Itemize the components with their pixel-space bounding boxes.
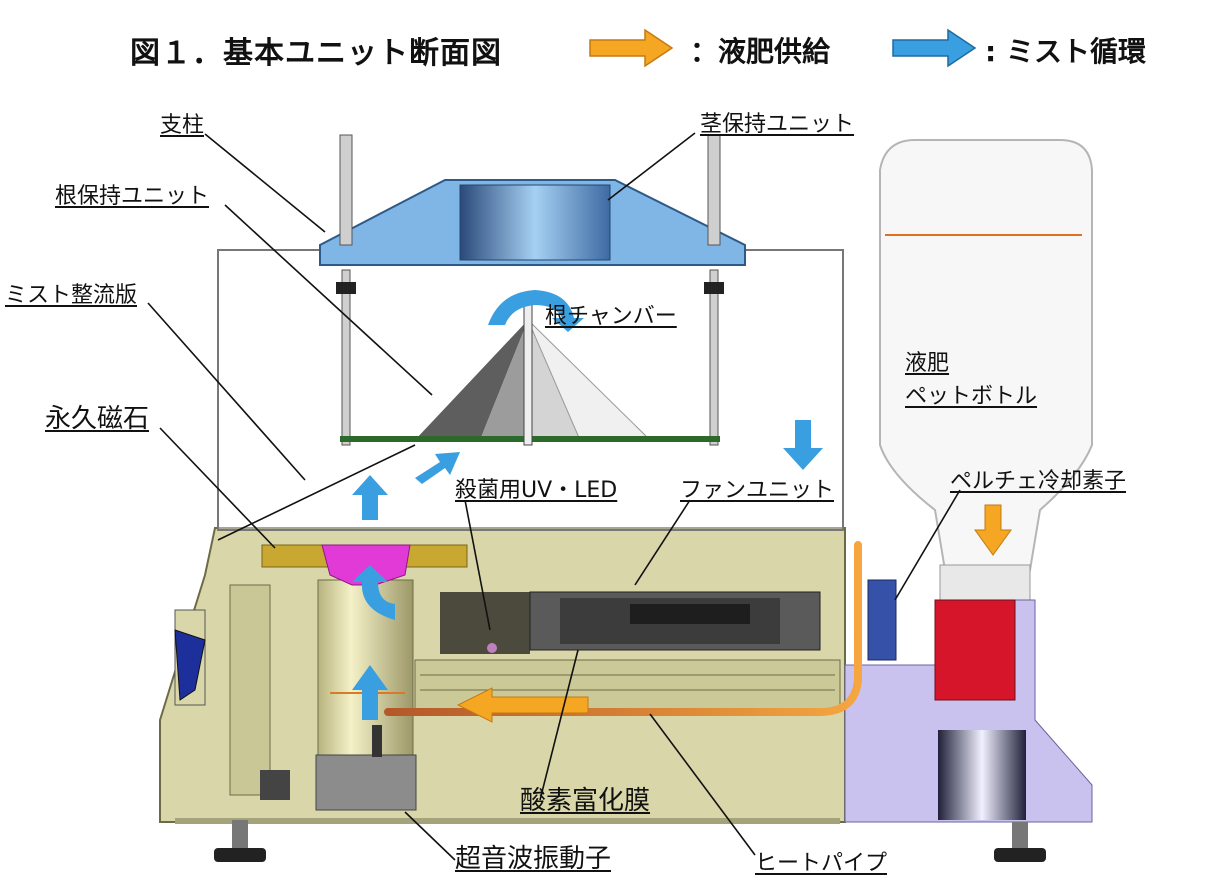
label-root-holder: 根保持ユニット (55, 184, 210, 209)
fan-unit (529, 591, 821, 651)
heat-pipe (384, 541, 862, 716)
legend-nutrient-arrow-icon (589, 28, 674, 68)
legend-mist-label: : ミスト循環 (985, 35, 1146, 68)
ultrasonic-chamber (315, 579, 417, 811)
label-ultrasonic: 超音波振動子 (455, 844, 612, 874)
leader-lines (147, 132, 961, 861)
base-housing (159, 527, 846, 824)
label-chamber: 根チャンバー (545, 304, 677, 329)
root-holder-cone (340, 304, 720, 446)
label-pillar: 支柱 (160, 113, 205, 138)
feet (214, 820, 1046, 862)
pillars (336, 134, 724, 446)
label-magnet: 永久磁石 (45, 404, 150, 434)
label-bottle-line2: ペットボトル (905, 384, 1038, 409)
label-peltier: ペルチェ冷却素子 (950, 469, 1127, 494)
label-uv-led: 殺菌用UV・LED (455, 478, 618, 503)
label-heat-pipe: ヒートパイプ (755, 851, 888, 876)
stem-holder-unit (319, 179, 746, 266)
label-stem-holder: 茎保持ユニット (700, 112, 855, 137)
magnet (261, 544, 468, 586)
legend-mist-arrow-icon (892, 28, 977, 68)
figure-title: 図１．基本ユニット断面図 (130, 36, 502, 71)
nutrient-bottle (879, 139, 1093, 601)
label-fan: ファンユニット (680, 478, 835, 503)
legend-nutrient-label: ：液肥供給 (690, 35, 831, 68)
label-mist-plate: ミスト整流版 (5, 283, 138, 308)
nutrient-arrows (456, 504, 1012, 723)
label-oxygen-membrane: 酸素富化膜 (520, 786, 651, 816)
reservoir-housing (844, 579, 1093, 823)
label-bottle-line1: 液肥 (905, 351, 950, 376)
mist-arrows (352, 290, 823, 720)
